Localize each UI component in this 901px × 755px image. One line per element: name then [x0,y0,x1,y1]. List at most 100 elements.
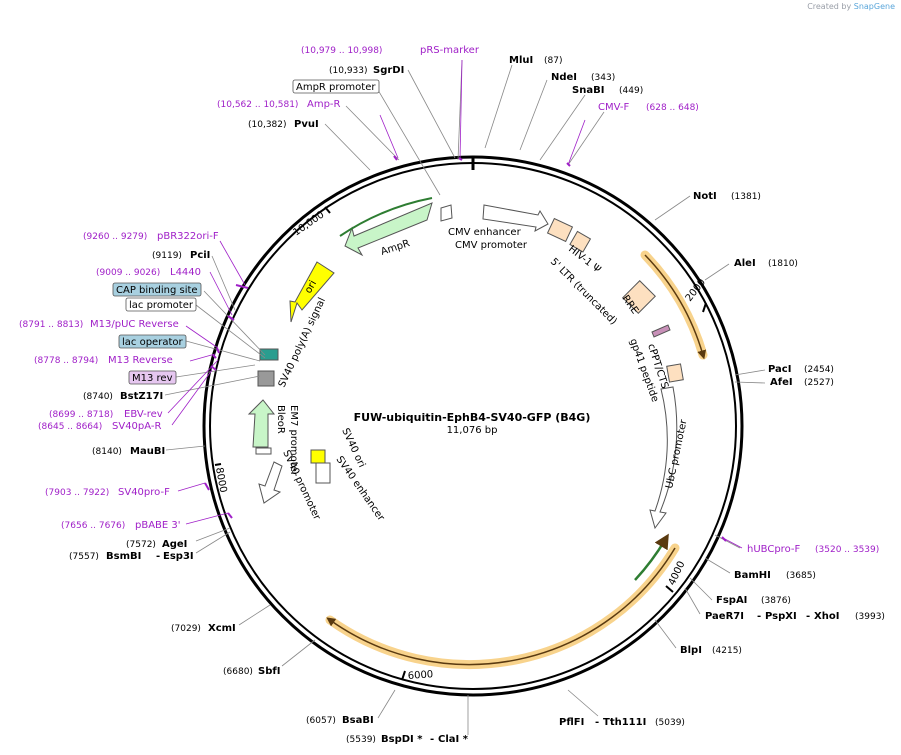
site-afei-name: AfeI [770,377,793,388]
lac-operator-box: lac operator [118,334,187,349]
site-bsmbi-pos: (7557) [69,552,99,562]
sv40pa-marker-box [257,370,275,387]
primer-sv40pa-name: SV40pA-R [112,421,161,432]
site-snabi-name: SnaBI [572,85,604,96]
site-pcii-pos: (9119) [152,251,182,261]
site-bsabi-pos: (6057) [306,716,336,726]
site-sgrdi-pos: (10,933) [329,66,368,76]
svg-text:-: - [757,611,761,622]
site-bsabi-name: BsaBI [342,715,374,726]
ampr-highlight [339,197,433,237]
ltr-box [546,217,574,243]
site-sbfi-pos: (6680) [223,667,253,677]
primer-pbr322-name: pBR322ori-F [157,231,219,242]
site-sgrdi-name: SgrDI [373,65,404,76]
site-bstz17i-pos: (8740) [83,392,113,402]
snapgene-credit: Created by SnapGene [807,2,895,11]
cmv-feature-arrow [482,204,549,232]
site-xcmi-name: XcmI [208,623,236,634]
svg-text:-: - [595,717,599,728]
ltr-label: 5' LTR (truncated) [548,256,619,327]
sv40-enhancer-box [315,462,331,484]
site-maubi-name: MauBI [130,446,165,457]
primer-m13puc-name: M13/pUC Reverse [90,319,179,330]
site-pvui-name: PvuI [294,119,319,130]
sv40-promoter-arrow [258,461,283,504]
site-bsmbi-name: BsmBI [106,551,141,562]
primer-labels: (10,979 .. 10,998) pRS-marker (10,562 ..… [19,45,879,555]
site-ndei-name: NdeI [551,72,577,83]
site-esp3i-name: Esp3I [163,551,194,562]
primer-pbabe-name: pBABE 3' [135,520,181,531]
site-sbfi-name: SbfI [258,666,280,677]
credit-prefix: Created by [807,2,852,11]
snapgene-logo: SnapGene [853,2,895,11]
site-blpi-pos: (4215) [712,646,742,656]
m13-rev-box: M13 rev [128,370,177,385]
primer-l4440-name: L4440 [170,267,201,278]
svg-text:lac operator: lac operator [122,337,183,348]
svg-text:-: - [156,551,160,562]
site-ndei-pos: (343) [591,73,615,83]
ubc-promoter-arrow [649,386,678,530]
site-noti-pos: (1381) [731,192,761,202]
sv40-polya-box [259,348,279,361]
site-xcmi-pos: (7029) [171,624,201,634]
em7-label: EM7 promoter [288,405,299,477]
cmv-promoter-label: CMV promoter [455,240,528,251]
site-fspai-pos: (3876) [761,596,791,606]
leader-lines [164,59,766,735]
primer-prs-name: pRS-marker [420,45,480,56]
gp41-box [651,324,671,338]
site-bspdi-name: BspDI * [381,734,423,745]
site-bstz17i-name: BstZ17I [120,391,163,402]
site-fspai-name: FspAI [716,595,747,606]
ampr-feature-arrow [344,202,433,257]
primer-m13rev-range: (8778 .. 8794) [34,356,98,366]
site-mlui-name: MluI [509,55,533,66]
primer-prs-range: (10,979 .. 10,998) [301,46,382,56]
svg-text:CAP binding site: CAP binding site [116,285,198,296]
ampr-promoter-box: AmpR promoter [292,79,380,94]
lac-promoter-box: lac promoter [125,297,197,312]
restriction-sites: MluI (87) NdeI (343) SnaBI (449) NotI (1… [69,55,885,745]
primer-ebv-name: EBV-rev [124,409,163,420]
site-pflfi-name: PflFI [559,717,584,728]
site-tth111i-pos: (5039) [655,718,685,728]
site-paci-pos: (2454) [804,365,834,375]
svg-text:-: - [430,734,434,745]
plasmid-size: 11,076 bp [447,425,498,436]
em7-box [255,447,272,455]
primer-m13puc-range: (8791 .. 8813) [19,320,83,330]
bleor-label: BleoR [275,405,286,434]
site-mlui-pos: (87) [544,56,562,66]
hiv-psi-box [569,230,592,253]
ampr-promoter-arrow [440,204,453,222]
site-xhoi-pos: (3993) [855,612,885,622]
primer-cmvf-range: (628 .. 648) [646,103,699,113]
site-tth111i-name: Tth111I [603,717,646,728]
scale-label-8000: 8000 [213,467,228,494]
scale-tick-8000: 8000 [213,463,228,494]
primer-sv40pro-range: (7903 .. 7922) [45,488,109,498]
ori-feature [289,261,335,323]
site-maubi-pos: (8140) [92,447,122,457]
primer-cmvf-name: CMV-F [598,102,629,113]
site-noti-name: NotI [693,191,717,202]
site-snabi-pos: (449) [619,86,643,96]
scale-label-6000: 6000 [407,669,433,682]
primer-sv40pro-name: SV40pro-F [118,487,170,498]
site-alei-name: AleI [734,258,756,269]
site-paci-name: PacI [768,364,791,375]
primer-pbr322-range: (9260 .. 9279) [83,232,147,242]
plasmid-title: FUW-ubiquitin-EphB4-SV40-GFP (B4G) [354,411,591,424]
primer-ebv-range: (8699 .. 8718) [49,410,113,420]
site-bspdi-pos: (5539) [346,735,376,745]
primer-sv40pa-range: (8645 .. 8664) [38,422,102,432]
site-agei-name: AgeI [162,539,187,550]
svg-text:M13 rev: M13 rev [132,373,173,384]
rre-box [622,280,656,314]
primer-pbabe-range: (7656 .. 7676) [61,521,125,531]
primer-markers [204,155,727,542]
primer-ampr-range: (10,562 .. 10,581) [217,100,298,110]
